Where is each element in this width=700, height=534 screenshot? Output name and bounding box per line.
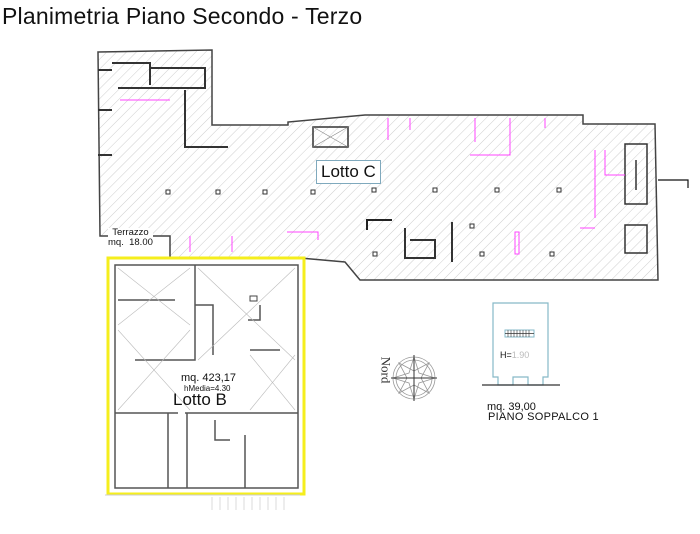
mezzanine-name-label: PIANO SOPPALCO 1 bbox=[488, 411, 599, 423]
mezzanine-height-label: H=1.90 bbox=[500, 350, 529, 360]
lotto-c-label: Lotto C bbox=[316, 160, 381, 184]
height-prefix: H= bbox=[500, 350, 512, 360]
terrace-area: mq. 18.00 bbox=[108, 237, 153, 248]
lotto-b-height-label: hMedia=4.30 bbox=[184, 384, 231, 393]
north-label: Nord bbox=[378, 356, 394, 384]
height-value: 1.90 bbox=[511, 350, 530, 360]
page-title: Planimetria Piano Secondo - Terzo bbox=[2, 3, 363, 29]
lotto-c-area bbox=[97, 49, 689, 281]
terrace-label: Terrazzo mq. 18.00 bbox=[108, 228, 153, 248]
north-arrow-icon bbox=[391, 355, 437, 401]
mezzanine-area-label: mq. 39,00 bbox=[487, 401, 536, 413]
lotto-b-label: Lotto B bbox=[173, 390, 227, 409]
mezzanine-plan bbox=[482, 302, 560, 386]
lotto-b-area bbox=[105, 256, 306, 510]
terrace-name: Terrazzo bbox=[112, 227, 149, 238]
lotto-b-area-label: mq. 423,17 bbox=[181, 372, 237, 384]
